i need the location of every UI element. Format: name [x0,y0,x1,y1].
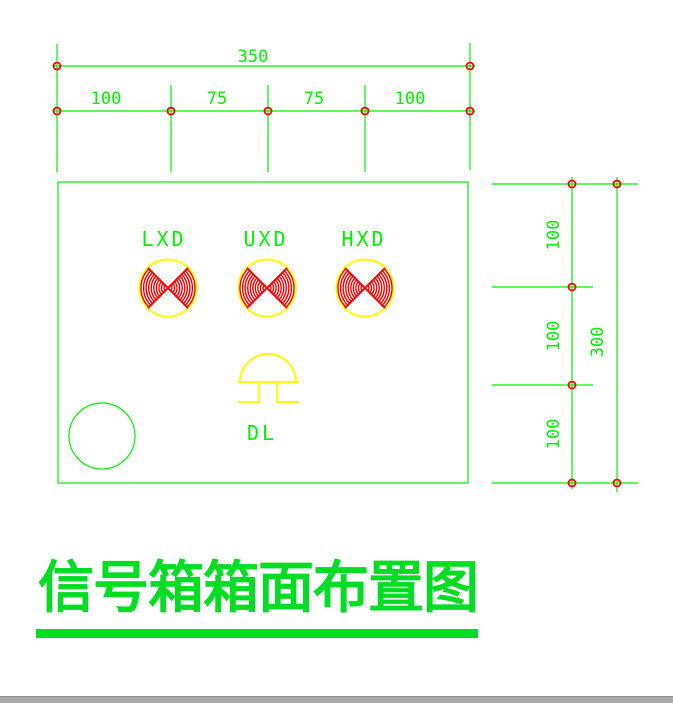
dimension-node-marker [612,478,622,488]
dim-text-segment: 100 [91,89,122,109]
dimension-right: 100 100 100 300 [492,177,638,492]
dimension-node-marker [465,61,475,71]
signal-lamp-icon-hxd [335,258,395,318]
dim-text-total-width: 350 [238,47,269,67]
lamp-bezel [138,258,198,318]
push-button-icon-dl [238,353,299,403]
dim-text-segment: 100 [395,89,426,109]
dimension-node-marker [166,106,176,116]
dimension-node-marker [52,106,62,116]
dimension-top: 350 100 75 75 100 [52,43,475,172]
signal-lamp-icon-uxd [237,258,297,318]
dimension-node-marker [567,478,577,488]
dim-text-segment: 100 [544,321,564,352]
button-dome [239,353,297,383]
signal-lamp-icon-lxd [138,258,198,318]
dim-text-segment: 75 [304,89,324,109]
dimension-node-marker [567,282,577,292]
dim-text-segment: 75 [207,89,227,109]
dimension-node-marker [263,106,273,116]
drawing-title: 信号箱箱面布置图 [38,555,479,621]
signal-box-panel-outline [57,181,469,484]
dimension-node-marker [360,106,370,116]
dimension-node-marker [612,179,622,189]
dim-text-total-height: 300 [588,327,608,358]
dimension-node-marker [465,106,475,116]
lamp-bezel [335,258,395,318]
window-bottom-bar [0,696,673,703]
title-underline [36,629,478,638]
lamp-label-uxd: UXD [243,227,288,251]
dimension-node-marker [52,61,62,71]
lamp-label-hxd: HXD [341,227,386,251]
dimension-node-marker [567,380,577,390]
button-label-dl: DL [247,421,277,445]
dim-text-segment: 100 [544,419,564,450]
dimension-node-marker [567,179,577,189]
lamp-label-lxd: LXD [141,227,186,251]
dim-text-segment: 100 [544,220,564,251]
mounting-hole-circle [68,402,136,470]
lamp-bezel [237,258,297,318]
button-legs [238,382,299,403]
